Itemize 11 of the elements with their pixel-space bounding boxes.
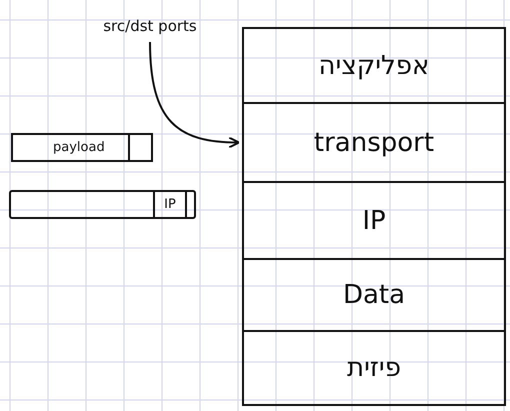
stack-layer: אפליקציה bbox=[242, 27, 506, 104]
packet-bar bbox=[9, 190, 196, 219]
stack-layer: פיזית bbox=[242, 330, 506, 406]
annotation-text: src/dst ports bbox=[85, 12, 215, 40]
header-cell: IP bbox=[153, 190, 187, 219]
packet-label: payload bbox=[53, 140, 105, 155]
packet-bar bbox=[11, 133, 153, 162]
arrow bbox=[149, 42, 240, 148]
stack-layer: Data bbox=[242, 258, 506, 332]
stack-layer: IP bbox=[242, 181, 506, 260]
stack-layer: transport bbox=[242, 102, 506, 183]
